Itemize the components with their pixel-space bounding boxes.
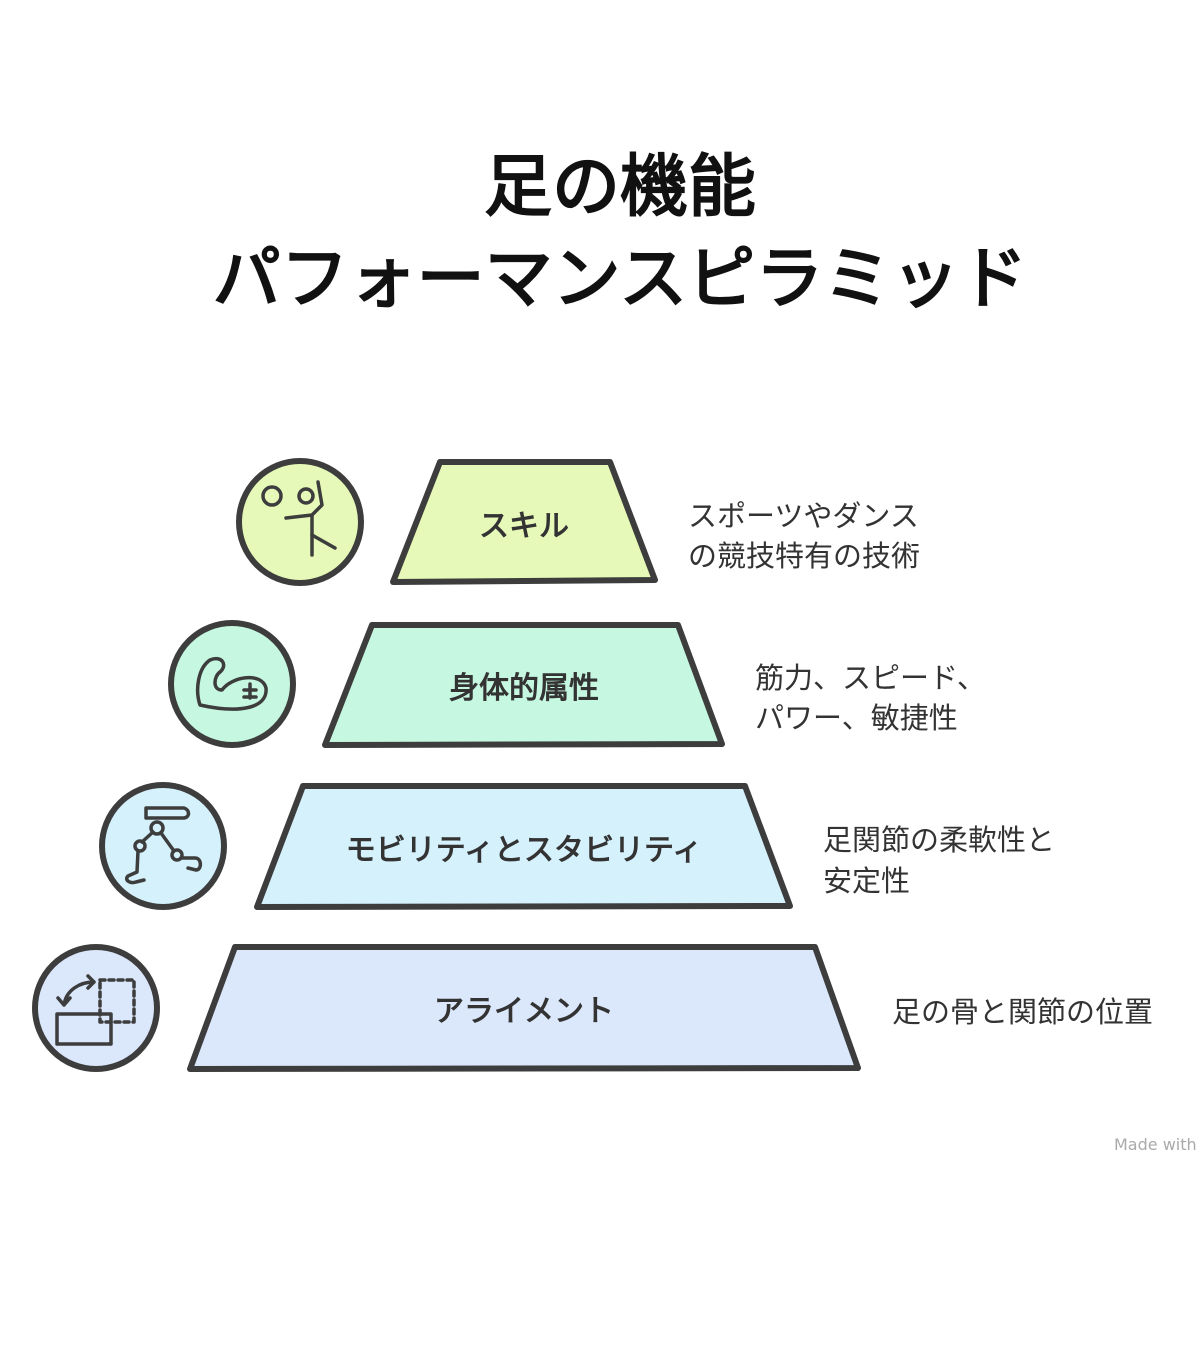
tier-skill: スキル スポーツやダンス の競技特有の技術 [236, 458, 920, 586]
tier-description-line: の競技特有の技術 [688, 539, 920, 573]
tier-label: モビリティとスタビリティ [346, 833, 702, 868]
tier-description-line: 筋力、スピード、 [755, 661, 986, 695]
title-line-2: パフォーマンスピラミッド [213, 240, 1028, 319]
alignment-icon [55, 974, 136, 1046]
tier-icon-circle [236, 458, 364, 586]
tier-alignment: アライメント 足の骨と関節の位置 [32, 944, 1153, 1072]
tier-icon-circle [32, 944, 160, 1072]
tier-shape [390, 459, 658, 585]
tier-description-line: スポーツやダンス [688, 499, 919, 533]
tier-icon-circle [99, 782, 227, 910]
title-line-1: 足の機能 [484, 148, 756, 227]
tier-description-line: 足関節の柔軟性と [823, 823, 1055, 857]
tier-mobility-stability: モビリティとスタビリティ 足関節の柔軟性と 安定性 [99, 782, 1055, 910]
tier-label: 身体的属性 [449, 671, 599, 706]
athlete-icon [261, 480, 337, 557]
tier-description-line: 安定性 [823, 864, 910, 898]
tier-shape [254, 783, 793, 910]
tier-shape [187, 944, 861, 1072]
leg-joints-icon [124, 806, 203, 885]
tier-label: スキル [479, 509, 569, 544]
tier-description-line: 足の骨と関節の位置 [892, 995, 1153, 1029]
flexed-arm-icon [196, 657, 268, 711]
tier-description-line: パワー、敏捷性 [755, 701, 958, 735]
tier-physical-attributes: 身体的属性 筋力、スピード、 パワー、敏捷性 [168, 620, 986, 748]
tier-icon-circle [168, 620, 296, 748]
watermark: Made with [1114, 1135, 1197, 1154]
tier-label: アライメント [434, 994, 614, 1029]
tier-shape [322, 622, 725, 748]
